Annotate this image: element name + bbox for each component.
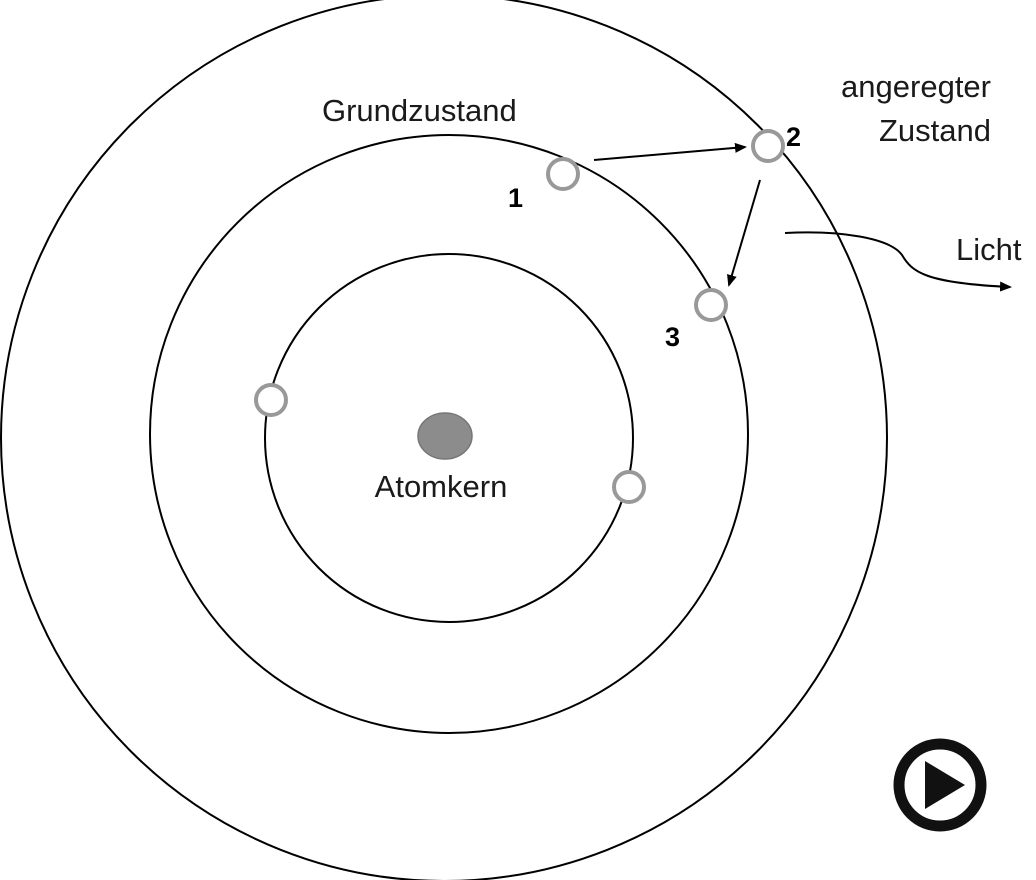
step-1-label: 1 [508, 183, 523, 213]
excitation-arrow [593, 142, 747, 161]
excited-state-label-line2: Zustand [879, 113, 991, 148]
outer-orbit [0, 0, 888, 880]
electron-excited-state [751, 129, 785, 163]
play-button-icon [925, 761, 965, 809]
electron-inner-left [254, 383, 288, 417]
atomic-nucleus [417, 412, 473, 460]
light-label: Licht [956, 232, 1022, 267]
ground-state-label: Grundzustand [322, 93, 517, 128]
play-button[interactable] [893, 738, 987, 832]
inner-orbit [264, 253, 634, 623]
light-emission-arrow [784, 231, 1012, 292]
electron-ground-state [546, 157, 580, 191]
electron-relaxed-state [694, 288, 728, 322]
middle-orbit [149, 134, 749, 734]
step-3-label: 3 [665, 322, 680, 352]
electron-inner-right [612, 470, 646, 504]
step-2-label: 2 [786, 122, 801, 152]
relaxation-arrow [727, 179, 761, 287]
nucleus-label: Atomkern [375, 469, 508, 504]
excited-state-label-line1: angeregter [841, 69, 991, 104]
